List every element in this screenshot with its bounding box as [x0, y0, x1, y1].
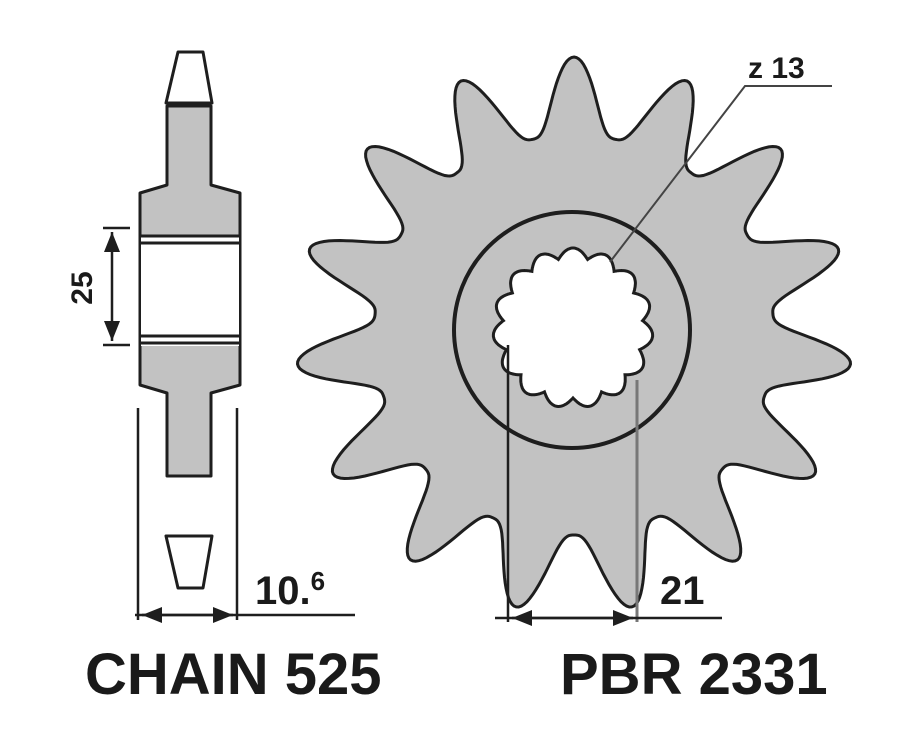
bore-dimension	[495, 345, 722, 626]
bore-dimension-label: 21	[660, 569, 705, 613]
teeth-count-label: z 13	[748, 52, 805, 85]
chain-label: CHAIN 525	[85, 642, 382, 707]
hub-circle	[452, 210, 692, 450]
teeth-leader	[609, 85, 832, 263]
bottom-tooth-tip	[164, 534, 214, 590]
width-dimension	[135, 408, 355, 623]
part-number-label: PBR 2331	[560, 642, 828, 707]
spline-bore	[491, 246, 655, 408]
side-view	[138, 50, 242, 590]
hub-bore-section	[141, 236, 239, 346]
width-dimension-label: 10.6	[255, 566, 325, 613]
front-view	[295, 55, 853, 609]
hub-dimension	[103, 226, 130, 347]
top-tooth-tip	[164, 50, 214, 105]
hub-dimension-label: 25	[66, 271, 99, 304]
